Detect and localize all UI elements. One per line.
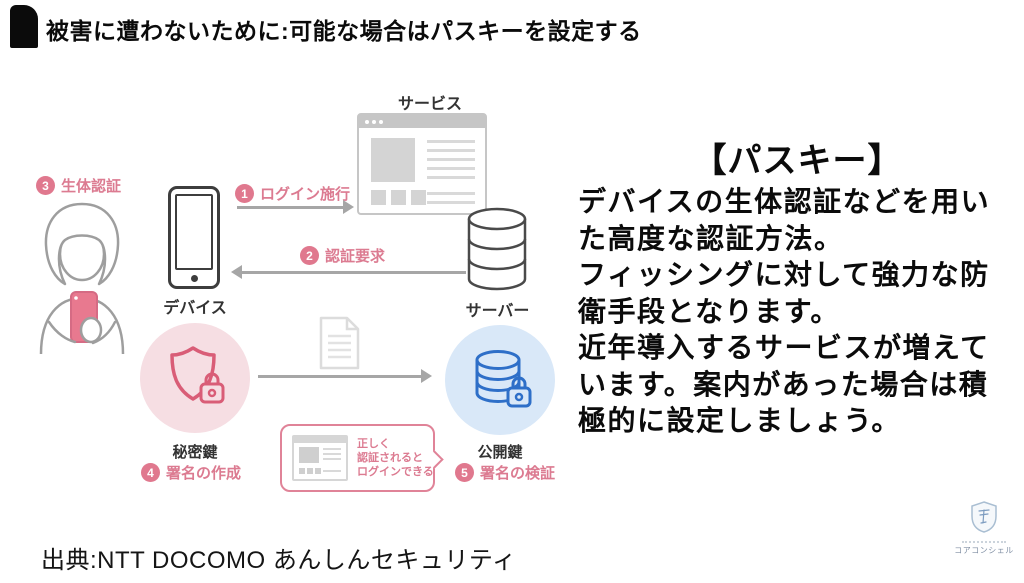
phone-home-button — [190, 275, 198, 282]
private-key-label: 秘密鍵 — [172, 444, 218, 461]
description-line: います。案内があった場合は積 — [578, 368, 989, 400]
logo-shield-icon — [971, 501, 997, 533]
page-title: 被害に遭わないために:可能な場合はパスキーを設定する — [46, 18, 642, 44]
description-line: 衛手段となります。 — [578, 295, 840, 327]
arrow-login — [237, 200, 354, 214]
description-line: た高度な認証方法。 — [578, 222, 844, 254]
step-3: 3 生体認証 — [36, 175, 121, 196]
device-label: デバイス — [163, 300, 227, 317]
server-label: サーバー — [465, 303, 530, 320]
step-5-label: 署名の検証 — [480, 465, 556, 482]
server-database-icon — [467, 207, 527, 291]
source-citation: 出典:NTT DOCOMO あんしんセキュリティ — [41, 547, 517, 574]
shield-lock-icon — [170, 346, 225, 404]
public-key-label: 公開鍵 — [477, 444, 523, 461]
description-line: 近年導入するサービスが増えて — [578, 332, 990, 363]
device-phone-icon — [168, 186, 220, 289]
step-5: 5 署名の検証 — [455, 462, 555, 483]
step-2: 2 認証要求 — [300, 245, 385, 266]
title-marker — [10, 5, 38, 48]
passkey-description: デバイスの生体認証などを用い た高度な認証方法。 フィッシングに対して強力な防 … — [578, 184, 1023, 440]
step-1: 1 ログイン施行 — [235, 183, 350, 204]
service-browser-icon — [357, 113, 487, 215]
logo-name: コアコンシェル — [954, 546, 1014, 555]
browser-text-lines-2 — [427, 192, 475, 210]
step-1-label: ログイン施行 — [260, 186, 351, 203]
bubble-text: 正しく 認証されると ログインできる — [357, 438, 434, 478]
description-line: デバイスの生体認証などを用い — [578, 186, 991, 217]
step-4-label: 署名の作成 — [166, 465, 242, 482]
step-2-badge: 2 — [300, 246, 319, 265]
company-logo: コアコンシェル — [952, 501, 1016, 556]
description-line: 極的に設定しましょう。 — [578, 405, 901, 436]
description-line: フィッシングに対して強力な防 — [578, 259, 990, 290]
step-1-badge: 1 — [235, 184, 254, 203]
step-3-badge: 3 — [36, 176, 55, 195]
step-4-badge: 4 — [141, 463, 160, 482]
service-label: サービス — [397, 96, 462, 113]
step-3-label: 生体認証 — [61, 178, 122, 195]
arrow-auth-request — [231, 265, 466, 279]
browser-image-placeholder — [371, 138, 415, 182]
logo-subtext-line — [962, 541, 1006, 543]
signature-document-icon — [319, 316, 360, 370]
browser-thumbnails — [371, 190, 426, 205]
step-4: 4 署名の作成 — [141, 462, 241, 483]
login-window-icon — [292, 435, 348, 481]
person-biometric-icon — [39, 202, 125, 355]
step-5-badge: 5 — [455, 463, 474, 482]
private-key-circle — [140, 323, 250, 433]
login-success-bubble: 正しく 認証されると ログインできる — [280, 424, 444, 492]
browser-text-lines — [427, 140, 475, 185]
step-2-label: 認証要求 — [325, 248, 386, 265]
arrow-key-exchange — [258, 369, 432, 383]
passkey-heading: 【パスキー】 — [692, 142, 903, 180]
phone-screen — [175, 194, 213, 270]
database-lock-icon — [475, 350, 532, 408]
public-key-circle — [445, 325, 555, 435]
browser-titlebar — [359, 115, 485, 128]
